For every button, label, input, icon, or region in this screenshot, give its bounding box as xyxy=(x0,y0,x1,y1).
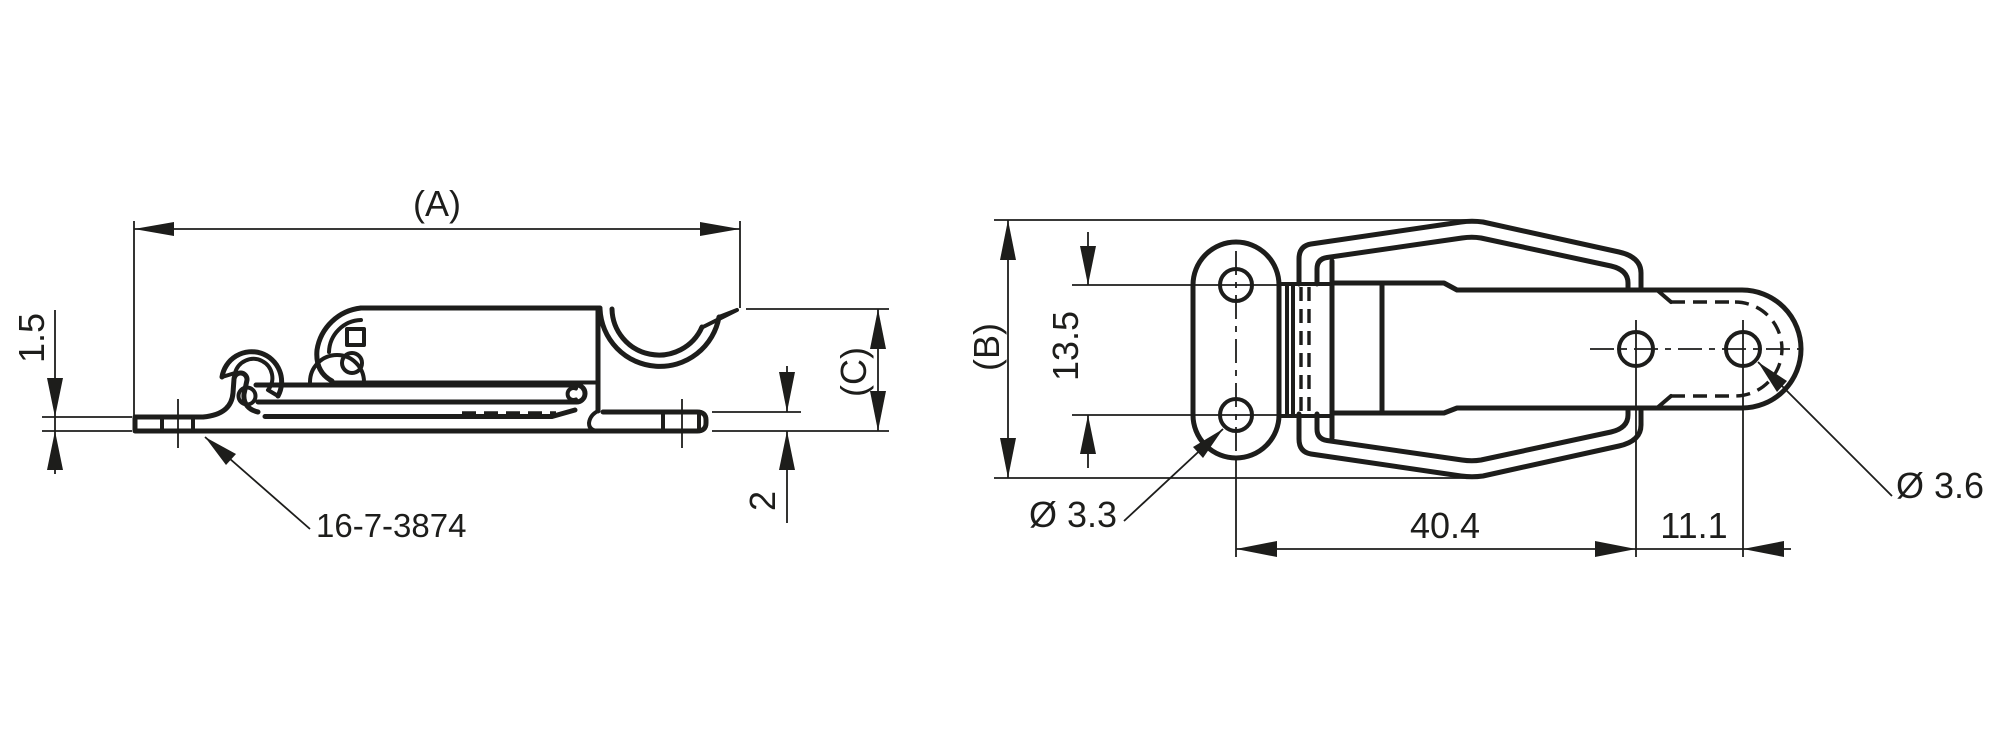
dimension-hole-pitch: 13.5 xyxy=(1045,232,1283,468)
arrowhead xyxy=(779,431,795,470)
latch-hook-outer xyxy=(597,306,722,369)
mounting-hole-callout: Ø 3.3 xyxy=(1029,428,1224,535)
latch-arm-outline xyxy=(1329,280,1804,416)
dim-2-label: 2 xyxy=(742,491,783,511)
catch-hook-inner xyxy=(220,356,280,398)
plate-bend-lip xyxy=(200,370,261,420)
arrowhead xyxy=(700,222,740,236)
dim-b-label: (B) xyxy=(966,323,1007,371)
catch-hook-outer xyxy=(219,349,285,399)
dimension-c: (C) xyxy=(712,308,889,432)
dimension-a: (A) xyxy=(133,183,741,416)
dimension-base-thickness: 1.5 xyxy=(11,310,132,474)
arrowhead xyxy=(870,309,886,349)
lever-bar-curl xyxy=(565,386,578,402)
top-view: (B) 13.5 40.4 11.1 Ø 3.3 xyxy=(966,218,1984,557)
arrowhead xyxy=(1000,438,1016,478)
side-view: (A) 1.5 (C) 2 xyxy=(11,183,889,544)
dim-13p5-label: 13.5 xyxy=(1045,311,1086,381)
dim-a-label: (A) xyxy=(413,183,461,224)
bail-wire-inner-bottom xyxy=(1314,405,1631,464)
arrowhead xyxy=(47,378,63,417)
arrowhead xyxy=(1193,429,1223,458)
arrowhead xyxy=(779,372,795,412)
arrowhead xyxy=(1743,541,1784,557)
bail-wire-outer-top xyxy=(1296,218,1644,293)
base-plate-top-edge xyxy=(262,407,578,419)
arrowhead xyxy=(1236,541,1277,557)
arrowhead xyxy=(1758,362,1787,392)
pivot-wire-section xyxy=(236,385,258,407)
arrowhead xyxy=(1595,541,1636,557)
arm-bend-chamfer xyxy=(1655,288,1673,410)
dimension-b: (B) xyxy=(966,219,1473,479)
part-number-label: 16-7-3874 xyxy=(316,507,466,544)
latch-hook-tip xyxy=(699,308,739,330)
arrowhead xyxy=(1080,415,1096,454)
arrowhead xyxy=(134,222,174,236)
dim-11p1-label: 11.1 xyxy=(1660,505,1727,546)
keeper-foot xyxy=(587,409,601,433)
spring-front-loop xyxy=(308,353,366,384)
housing-inner-arc xyxy=(327,318,363,354)
dim-hole-3p3-label: Ø 3.3 xyxy=(1029,494,1117,535)
lever-bar xyxy=(253,382,588,405)
latch-hook-inner xyxy=(609,306,705,358)
hinge-hidden-wire xyxy=(1299,287,1311,413)
arrowhead xyxy=(870,391,886,431)
dim-hole-3p6-label: Ø 3.6 xyxy=(1896,465,1984,506)
arrowhead xyxy=(47,431,63,470)
bail-wire-inner-top xyxy=(1314,234,1631,293)
dimension-hole-distance: 40.4 11.1 xyxy=(1236,505,1791,557)
dim-c-label: (C) xyxy=(833,347,874,397)
dim-40p4-label: 40.4 xyxy=(1410,505,1480,546)
arrowhead xyxy=(1000,220,1016,260)
arrowhead xyxy=(205,437,236,465)
spring-notch xyxy=(345,327,366,347)
spring-coil xyxy=(340,351,364,375)
housing-left-end xyxy=(314,305,364,384)
part-number-callout: 16-7-3874 xyxy=(204,436,466,544)
dim-1p5-label: 1.5 xyxy=(11,313,52,363)
arrowhead xyxy=(1080,246,1096,285)
hinge-knuckle-edges xyxy=(1277,282,1334,418)
dimension-catch-thickness: 2 xyxy=(712,366,801,523)
arm-hole-callout: Ø 3.6 xyxy=(1757,361,1984,506)
